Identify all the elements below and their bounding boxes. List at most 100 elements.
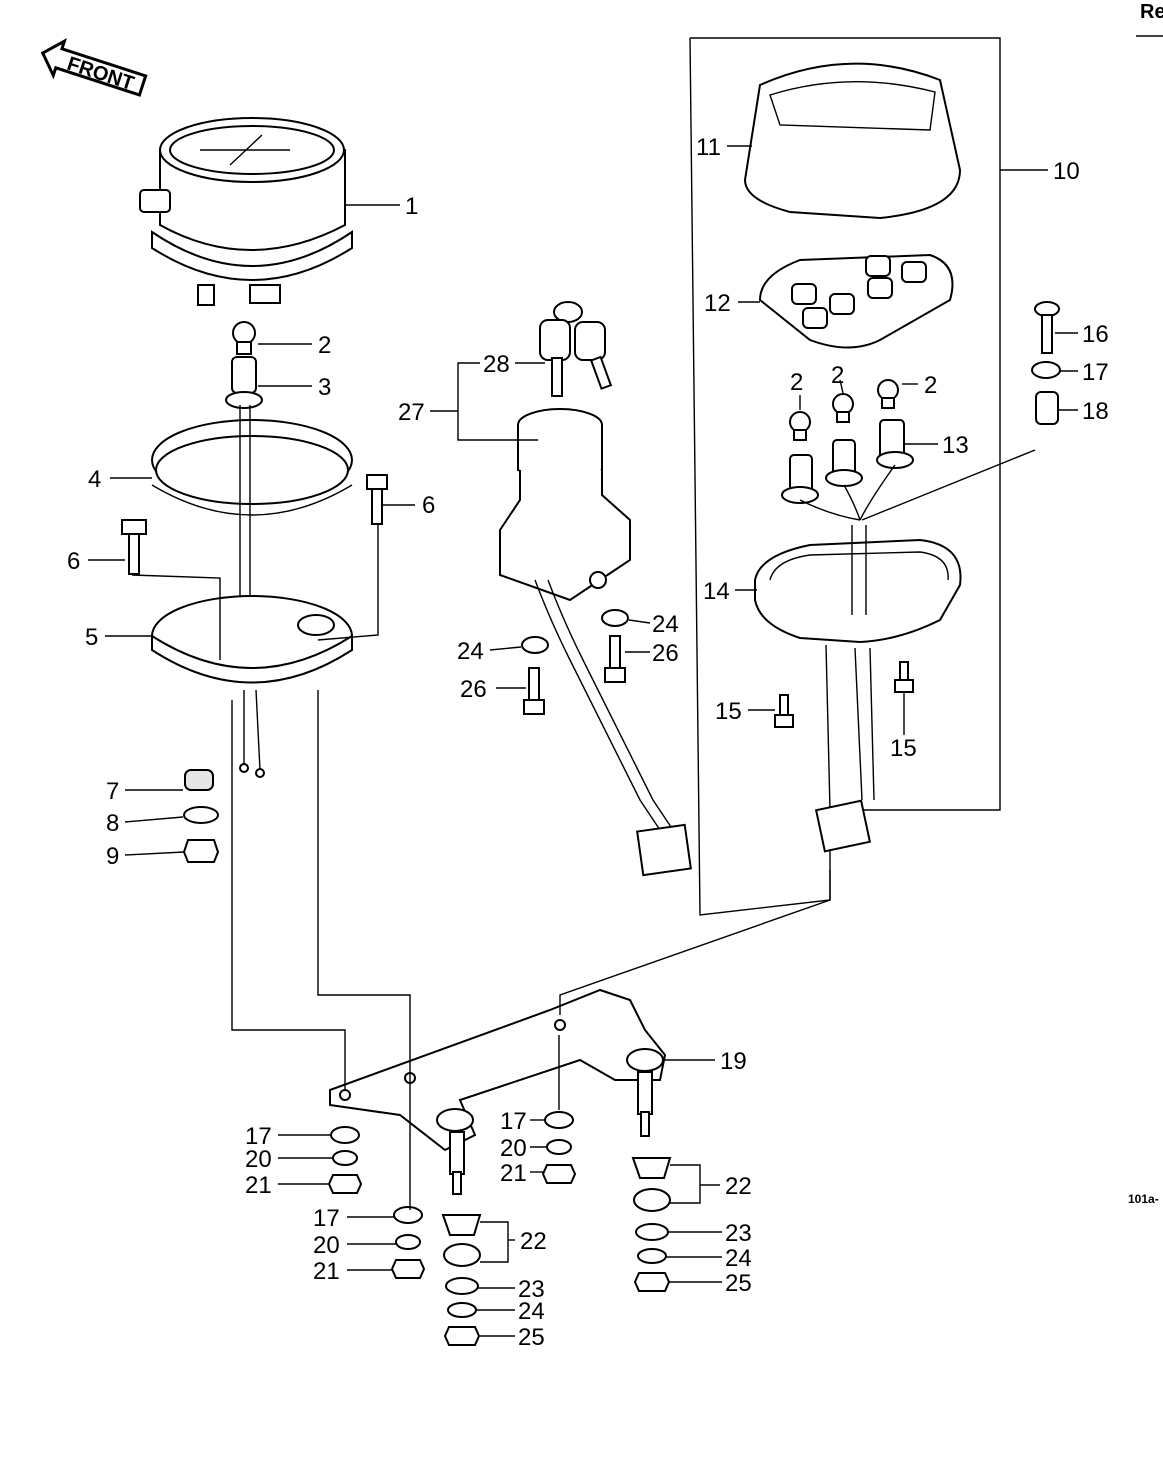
callout-8: 8 [106, 810, 119, 837]
leader-lines [88, 145, 1078, 1337]
callout-9: 9 [106, 843, 119, 870]
callout-20c: 20 [500, 1135, 527, 1162]
speedometer-ring-part [151, 419, 353, 516]
callout-5: 5 [85, 624, 98, 651]
speedometer-part [139, 117, 353, 306]
callout-2: 2 [318, 332, 331, 359]
callout-7: 7 [106, 778, 119, 805]
callout-26b: 26 [652, 640, 679, 667]
callout-27: 27 [398, 399, 425, 426]
washer-part-23a [445, 1277, 479, 1295]
callout-25a: 25 [518, 1324, 545, 1351]
callout-21c: 21 [500, 1160, 527, 1187]
washer-part [183, 806, 219, 824]
grommet-part [184, 769, 214, 791]
keys-part [539, 301, 613, 397]
ignition-harness [534, 579, 692, 877]
callout-24c: 24 [457, 638, 484, 665]
callout-24b: 24 [725, 1245, 752, 1272]
front-arrow-label: FRONT [64, 53, 136, 95]
callout-26a: 26 [460, 676, 487, 703]
screw-part-15b [894, 661, 914, 693]
washer-part-17top [1031, 361, 1061, 379]
cushion-part-22b [443, 1243, 481, 1267]
callout-22a: 22 [520, 1228, 547, 1255]
callout-10: 10 [1053, 158, 1080, 185]
callout-23a: 23 [518, 1276, 545, 1303]
lockwasher-part-24d [637, 1248, 667, 1264]
speedometer-case-part [151, 595, 353, 684]
callout-2c: 2 [831, 362, 844, 389]
cushion-part-22d [633, 1188, 671, 1212]
washer-part-23b [635, 1223, 669, 1241]
stud-part-right [637, 1071, 653, 1137]
nut-part-25a [443, 1326, 481, 1346]
header-fragment: Re [1140, 1, 1163, 23]
callout-17a: 17 [245, 1123, 272, 1150]
callout-3: 3 [318, 374, 331, 401]
indicator-harness [814, 525, 875, 853]
indicator-bulb-base-1 [793, 429, 807, 441]
washer-part-17a [330, 1126, 360, 1144]
bolt-part [121, 519, 147, 575]
nut-part-25b [633, 1272, 671, 1292]
meter-bracket-part [329, 988, 667, 1152]
callout-17top: 17 [1082, 359, 1109, 386]
washer-part-24a [521, 636, 549, 654]
cushion-part-22a [441, 1214, 482, 1236]
nut-part [182, 839, 220, 863]
bolt-part-26a [523, 667, 545, 715]
bolt-part-2 [366, 474, 388, 525]
stud-part-left [449, 1131, 465, 1195]
speedo-wire-leads [239, 689, 265, 778]
callout-23b: 23 [725, 1220, 752, 1247]
indicator-housing-part [754, 538, 962, 644]
callout-6a: 6 [422, 492, 435, 519]
lockwasher-part-20c [546, 1139, 572, 1155]
callout-20a: 20 [245, 1146, 272, 1173]
callout-16: 16 [1082, 321, 1109, 348]
corner-code: 101a- [1128, 1192, 1159, 1206]
callout-labels: 1 2 3 4 5 6 6 7 8 9 10 11 12 2 2 2 13 14… [67, 134, 1109, 1351]
nut-part-21b [390, 1259, 426, 1279]
callout-24d: 24 [652, 611, 679, 638]
callout-15b: 15 [890, 735, 917, 762]
front-arrow-icon: FRONT [40, 38, 148, 97]
callout-1: 1 [405, 193, 418, 220]
assembly-guide-lines [131, 449, 1036, 1210]
ignition-switch-part [499, 408, 631, 602]
callout-21b: 21 [313, 1258, 340, 1285]
callout-14: 14 [703, 578, 730, 605]
indicator-sockets-part [781, 419, 914, 521]
callout-6b: 6 [67, 548, 80, 575]
indicator-bulb-base-3 [881, 397, 895, 409]
indicator-bulb-base-2 [836, 411, 850, 423]
callout-19: 19 [720, 1048, 747, 1075]
cushion-part-22c [631, 1157, 672, 1179]
callout-11: 11 [696, 134, 721, 161]
lockwasher-part-24c [447, 1302, 477, 1318]
washer-part-17b [393, 1206, 423, 1224]
callout-17c: 17 [500, 1108, 527, 1135]
washer-part-24b [601, 609, 629, 627]
callout-24a: 24 [518, 1298, 545, 1325]
lockwasher-part-20b [395, 1234, 421, 1250]
spacer-part-18 [1035, 391, 1059, 425]
nut-part-21c [541, 1164, 577, 1184]
callout-20b: 20 [313, 1232, 340, 1259]
callout-13: 13 [942, 432, 969, 459]
callout-28: 28 [483, 351, 510, 378]
light-board-part [758, 253, 954, 349]
callout-18: 18 [1082, 398, 1109, 425]
lockwasher-part-20a [332, 1150, 358, 1166]
callout-2d: 2 [924, 372, 937, 399]
callout-17b: 17 [313, 1205, 340, 1232]
callout-25b: 25 [725, 1270, 752, 1297]
callout-21a: 21 [245, 1172, 272, 1199]
bolt-part-26b [604, 635, 626, 683]
callout-15a: 15 [715, 698, 742, 725]
washer-part-17c [544, 1111, 574, 1129]
bulb-part [232, 321, 256, 355]
screw-part-16 [1034, 301, 1060, 354]
